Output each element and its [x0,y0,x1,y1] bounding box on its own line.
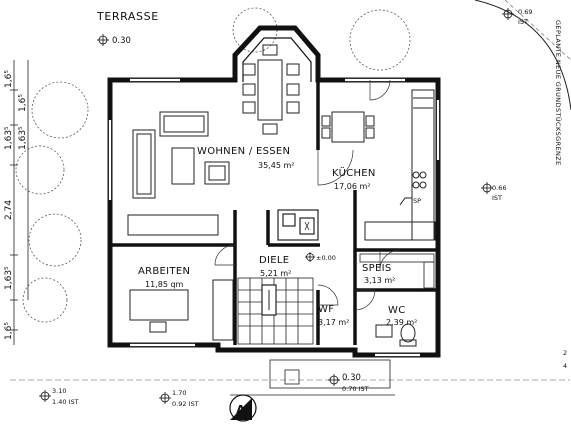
pantry-shelves [359,253,435,289]
edge-mark: 2 [563,349,567,357]
entrance-steps [230,359,395,396]
room-area-diele: 5,21 m² [260,269,291,278]
section-marker: A [229,394,257,422]
dimension-labels: 1,6⁵ 1,63⁵ 2,74 1,63⁵ 1,6⁵ 1,6⁵ 1,63⁵ [4,70,28,340]
wc-fixtures [375,323,417,347]
level-bottom-left-main: 3.10 [52,387,66,395]
interior-walls [110,80,438,345]
dimension-label: 1,63⁵ [18,126,28,150]
room-area-kuchen: 17,06 m² [334,182,370,191]
boundary-note: GEPLANTE NEUE GRUNDSTÜCKSGRENZE [554,20,563,166]
edge-mark: 4 [563,362,567,370]
left-dimension-line [10,60,29,345]
level-diele: ±0.00 [316,254,336,262]
room-name-arbeiten: ARBEITEN [138,266,190,277]
level-top-right-sub: IST [518,18,528,26]
dimension-label: 1,6⁵ [4,322,14,340]
tree-shape [15,145,65,195]
level-bottom-left-sub: 1.40 IST [52,398,79,406]
staircase [237,277,314,345]
wall-outline [107,25,441,358]
level-right-sub: IST [492,194,502,202]
level-markers [39,8,514,404]
level-labels: ±0.00 0.30 0.70 IST 0.69 IST 0.66 IST 3.… [52,8,532,408]
vegetation [15,7,411,323]
kitchen-sp-label: SP [413,197,421,205]
kitchen-units [321,89,436,241]
room-name-wf: WF [318,304,334,315]
terrace-label: TERRASSE [96,10,159,23]
dimension-label: 1,63⁵ [4,266,14,290]
desk [129,279,234,341]
armchair [204,161,230,185]
room-labels: WOHNEN / ESSEN 35,45 m² KÜCHEN 17,06 m² … [138,146,417,327]
windows [108,78,440,357]
coffee-table [171,147,195,185]
exterior-walls [107,25,441,358]
room-area-wohnen: 35,45 m² [258,161,294,170]
sofa-long [132,129,156,199]
sofa-set [127,111,230,236]
room-area-wf: 3,17 m² [318,318,349,327]
dimension-label: 1,6⁵ [4,70,14,88]
room-area-speis: 3,13 m² [364,276,395,285]
section-marker-label: A [236,403,246,417]
room-name-wc: WC [388,305,405,316]
tree-shape [28,213,82,267]
tree-shape [22,277,68,323]
tree-shape [31,81,89,139]
level-top-right-main: 0.69 [518,8,532,16]
level-right-main: 0.66 [492,184,506,192]
room-area-arbeiten: 11,85 qm [145,280,184,289]
level-entry-sub: 0.70 IST [342,385,369,393]
room-name-wohnen: WOHNEN / ESSEN [197,146,290,157]
boundary-line [504,0,571,61]
dimension-label: 2,74 [4,200,14,220]
kitchen-table [331,111,365,143]
sideboard [127,214,219,236]
room-name-kuchen: KÜCHEN [332,166,376,179]
sofa [159,111,209,137]
kitchen-counter [411,89,435,241]
room-name-diele: DIELE [259,255,289,266]
chimney [277,209,319,241]
dining-table [257,59,283,121]
tree-shape [349,9,411,71]
level-entry-main: 0.30 [342,373,361,383]
boundary-arc [474,0,571,111]
dimension-label: 1,6⁵ [18,94,28,112]
level-bottom-mid-sub: 0.92 IST [172,400,199,408]
level-bottom-mid-main: 1.70 [172,389,186,397]
door-swings [214,79,401,311]
dimension-label: 1,63⁵ [4,126,14,150]
room-name-speis: SPEIS [362,263,392,274]
dining-set [242,44,300,135]
room-area-wc: 2,39 m² [386,318,417,327]
terrace-level: 0.30 [112,36,131,46]
window-panes [108,78,440,357]
